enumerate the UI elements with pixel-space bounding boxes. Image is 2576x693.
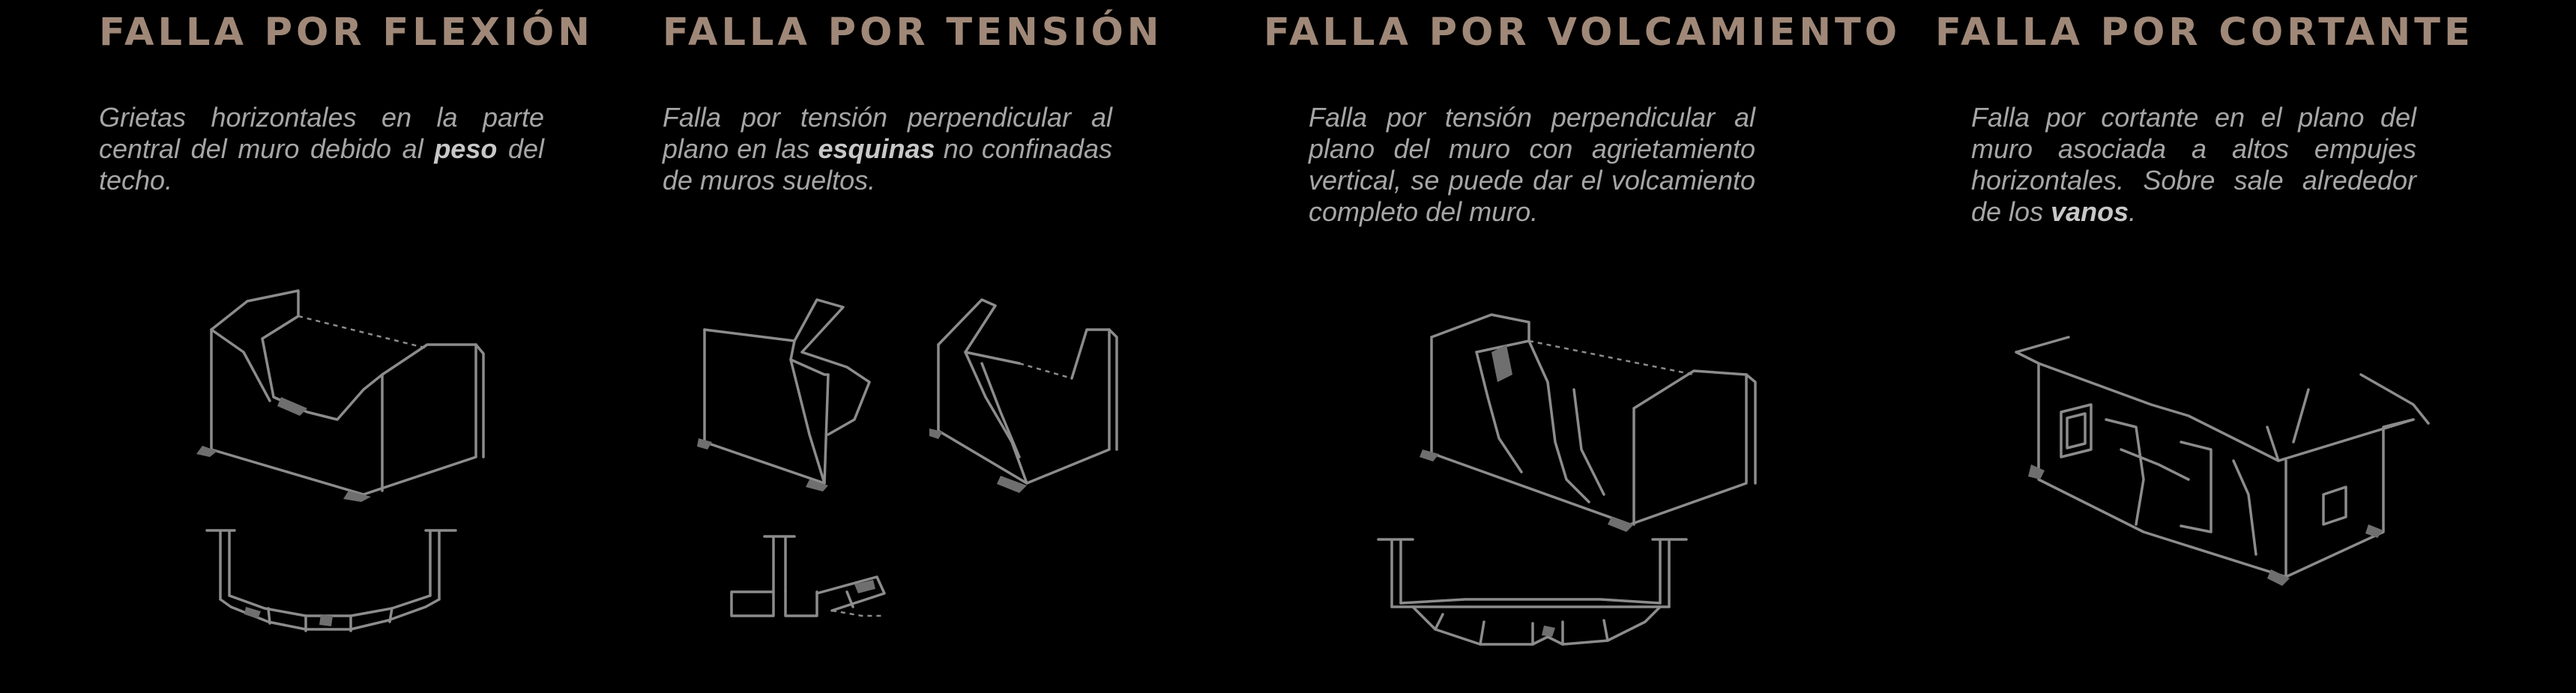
description-emphasis: esquinas bbox=[818, 133, 935, 164]
description-text-end: del techo. bbox=[99, 133, 544, 196]
description-text: Falla por tensión perpendicular al plano… bbox=[663, 102, 1112, 164]
panel-title: FALLA POR CORTANTE bbox=[1935, 10, 2474, 55]
panel-description: Grietas horizontales en la parte central… bbox=[99, 102, 544, 196]
description-text-end: . bbox=[2129, 196, 2137, 227]
panel-tension: FALLA POR TENSIÓN Falla por tensión perp… bbox=[645, 0, 1229, 693]
tension-plan-sketch bbox=[730, 535, 886, 617]
tension-wall-sketch-left bbox=[697, 298, 871, 491]
cortante-building-sketch bbox=[2015, 336, 2430, 586]
description-text: Falla por cortante en el plano del muro … bbox=[1971, 102, 2416, 227]
description-text: Grietas horizontales en la parte central… bbox=[99, 102, 544, 164]
description-text-end: no confinadas de muros sueltos. bbox=[663, 133, 1112, 196]
panel-cortante: FALLA POR CORTANTE Falla por cortante en… bbox=[1926, 0, 2576, 693]
description-emphasis: vanos bbox=[2051, 196, 2129, 227]
flexion-plan-sketch bbox=[205, 529, 457, 632]
volcamiento-wall-sketch bbox=[1420, 313, 1757, 532]
panel-title: FALLA POR VOLCAMIENTO bbox=[1264, 10, 1901, 55]
tension-wall-sketch-right bbox=[929, 298, 1118, 493]
volcamiento-plan-sketch bbox=[1377, 538, 1688, 646]
panel-flexion: FALLA POR FLEXIÓN Grietas horizontales e… bbox=[0, 0, 645, 693]
panel-volcamiento: FALLA POR VOLCAMIENTO Falla por tensión … bbox=[1229, 0, 1926, 693]
panel-title: FALLA POR TENSIÓN bbox=[663, 10, 1163, 55]
panel-description: Falla por tensión perpendicular al plano… bbox=[663, 102, 1112, 196]
panel-description: Falla por cortante en el plano del muro … bbox=[1971, 102, 2416, 228]
flexion-wall-sketch bbox=[196, 289, 485, 502]
description-text: Falla por tensión perpendicular al plano… bbox=[1309, 102, 1755, 227]
panel-title: FALLA POR FLEXIÓN bbox=[99, 10, 594, 55]
description-emphasis: peso bbox=[434, 133, 498, 164]
panel-description: Falla por tensión perpendicular al plano… bbox=[1309, 102, 1755, 228]
